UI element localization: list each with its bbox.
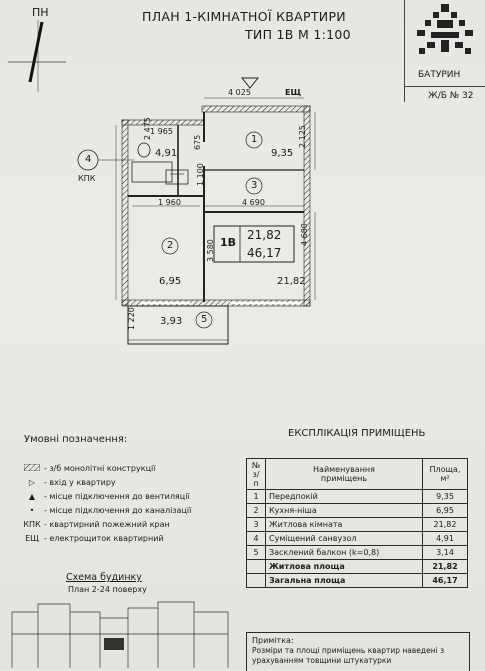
dim-2475: 2 475 xyxy=(143,117,152,140)
explication-table: № з/п Найменування приміщень Площа, м² 1… xyxy=(246,458,468,588)
scheme-subtitle: План 2-24 поверху xyxy=(68,585,147,594)
scheme-title: Схема будинку xyxy=(66,572,142,583)
room-number-1: 1 xyxy=(251,134,258,145)
legend-title: Умовні позначення: xyxy=(24,434,128,445)
room-number-2: 2 xyxy=(167,240,174,251)
title-divider xyxy=(404,86,485,87)
note-box xyxy=(246,632,470,671)
dim-3580: 3 580 xyxy=(206,239,215,262)
entrance-triangle-icon: ▷ xyxy=(28,478,36,487)
dim-1220: 1 220 xyxy=(127,307,136,330)
building-number: Ж/Б № 32 xyxy=(428,91,474,101)
title-block xyxy=(404,0,485,102)
ornament-logo xyxy=(417,4,473,54)
dim-top-width: 4 025 xyxy=(228,88,251,97)
apartment-total-area: 46,17 xyxy=(247,246,282,260)
room-number-4: 4 xyxy=(85,154,92,165)
floor-plan-drawing xyxy=(115,77,316,345)
header-area: Площа, м² xyxy=(422,458,468,490)
legend-item-fire-hose: КПК- квартирний пожежний кран xyxy=(23,520,170,529)
dim-1960: 1 960 xyxy=(158,198,181,207)
bathroom-callout xyxy=(77,149,134,171)
legend-item-entrance: ▷- вхід у квартиру xyxy=(22,478,116,487)
legend-item-ventilation: ▲- місце підключення до вентиляції xyxy=(22,492,190,501)
dim-4690: 4 690 xyxy=(242,198,265,207)
building-scheme-drawing xyxy=(11,601,229,668)
dim-2125: 2 125 xyxy=(298,125,307,148)
area-living: 21,82 xyxy=(277,276,306,287)
explication-title: ЕКСПЛІКАЦІЯ ПРИМІЩЕНЬ xyxy=(288,428,426,439)
hatch-icon xyxy=(22,463,42,473)
header-name: Найменування приміщень xyxy=(265,458,423,490)
header-number: № з/п xyxy=(246,458,266,490)
ventilation-triangle-icon: ▲ xyxy=(28,492,36,501)
apartment-type: 1В xyxy=(220,236,237,249)
room-number-5: 5 xyxy=(201,314,208,325)
legend-item-sewer: •- місце підключення до каналізації xyxy=(22,506,192,515)
area-balcony: 3,93 xyxy=(160,316,183,327)
note-label: Примітка: xyxy=(252,636,294,645)
north-arrow-icon xyxy=(8,20,66,92)
dim-1100: 1 100 xyxy=(196,163,205,186)
legend-item-concrete: - з/б монолітні конструкції xyxy=(22,463,155,473)
city-name: БАТУРИН xyxy=(418,70,461,80)
note-line-2: урахуванням товщини штукатурки xyxy=(252,656,392,665)
fire-hose-label: КПК xyxy=(78,174,96,183)
note-line-1: Розміри та площі приміщень квартир навед… xyxy=(252,646,445,655)
dim-4680: 4 680 xyxy=(300,223,309,246)
plan-title: ПЛАН 1-КІМНАТНОЇ КВАРТИРИ xyxy=(142,9,346,24)
room-number-3: 3 xyxy=(251,180,258,191)
sewer-dot-icon: • xyxy=(29,506,35,515)
dim-675: 675 xyxy=(193,134,202,150)
area-kitchen: 6,95 xyxy=(159,276,182,287)
plan-subtitle: ТИП 1В М 1:100 xyxy=(245,27,351,42)
area-bathroom: 4,91 xyxy=(155,148,178,159)
north-label: ПН xyxy=(32,6,49,19)
dim-1965: 1 965 xyxy=(150,127,173,136)
panel-label: ЕЩ xyxy=(285,88,302,97)
apartment-living-area: 21,82 xyxy=(247,228,282,242)
legend-item-electric-panel: ЕЩ- електрощиток квартирний xyxy=(25,534,164,543)
area-hall: 9,35 xyxy=(271,148,294,159)
